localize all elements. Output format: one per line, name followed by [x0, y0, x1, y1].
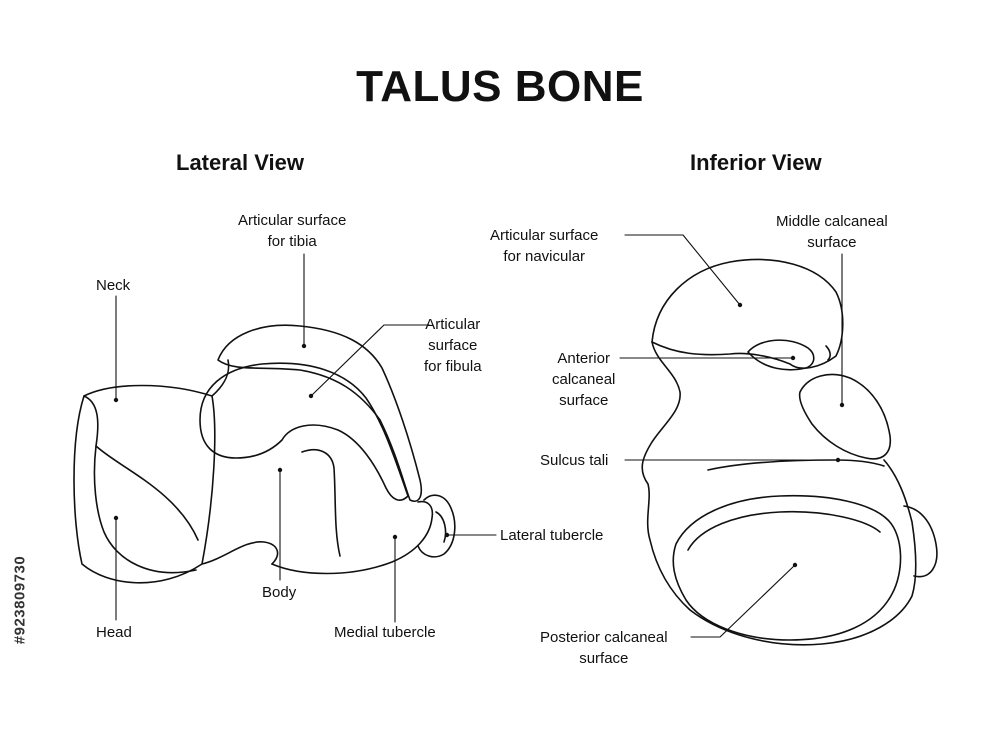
- label-middle-calcaneal-surface: Middle calcaneal surface: [776, 213, 888, 251]
- lateral-tubercle-outline: [417, 494, 456, 558]
- label-articular-surface-fibula: Articular surface for fibula: [424, 316, 482, 375]
- inferior-leader-dots: [737, 302, 845, 568]
- leader-posterior-calcaneal: [690, 564, 796, 638]
- trochlea-outline: [217, 324, 423, 502]
- page-title: TALUS BONE: [356, 62, 644, 111]
- talus-head-ridge: [83, 395, 197, 574]
- leader-navicular: [624, 234, 741, 306]
- talus-body-outline: [271, 500, 434, 575]
- stock-image-id: #923809730: [11, 555, 29, 645]
- middle-calcaneal-notch: [825, 345, 831, 361]
- label-neck: Neck: [96, 277, 131, 294]
- talus-head-articular-line: [95, 445, 199, 541]
- inferior-view-heading: Inferior View: [690, 150, 822, 175]
- label-articular-surface-navicular: Articular surface for navicular: [490, 227, 599, 265]
- lateral-leader-dots: [113, 343, 450, 540]
- leader-fibula: [310, 324, 430, 397]
- lateral-process-outline: [903, 505, 938, 578]
- middle-calcaneal-outline: [798, 373, 892, 460]
- lateral-view-heading: Lateral View: [176, 150, 304, 175]
- talus-neck-outline: [201, 359, 279, 565]
- label-articular-surface-tibia: Articular surface for tibia: [238, 212, 347, 250]
- lateral-view-drawing: [73, 324, 456, 584]
- label-anterior-calcaneal-surface: Anterior calcaneal surface: [552, 350, 616, 409]
- inferior-leader-lines: [619, 234, 843, 638]
- inferior-view-drawing: [641, 258, 938, 646]
- lateral-leader-lines: [115, 253, 497, 623]
- lateral-tubercle-inner: [435, 511, 447, 543]
- fibular-surface-outline: [199, 362, 409, 501]
- talus-body-groove: [301, 448, 341, 557]
- sulcus-groove: [707, 459, 885, 471]
- posterior-calcaneal-inner: [687, 510, 881, 551]
- posterior-calcaneal-outline: [672, 494, 902, 641]
- label-lateral-tubercle: Lateral tubercle: [500, 527, 604, 544]
- label-posterior-calcaneal-surface: Posterior calcaneal surface: [540, 629, 668, 667]
- label-sulcus-tali: Sulcus tali: [540, 452, 609, 469]
- label-head: Head: [96, 624, 132, 641]
- anterior-calcaneal-outline: [747, 339, 815, 371]
- label-medial-tubercle: Medial tubercle: [334, 624, 436, 641]
- label-body: Body: [262, 584, 297, 601]
- inferior-main-outline: [641, 341, 917, 646]
